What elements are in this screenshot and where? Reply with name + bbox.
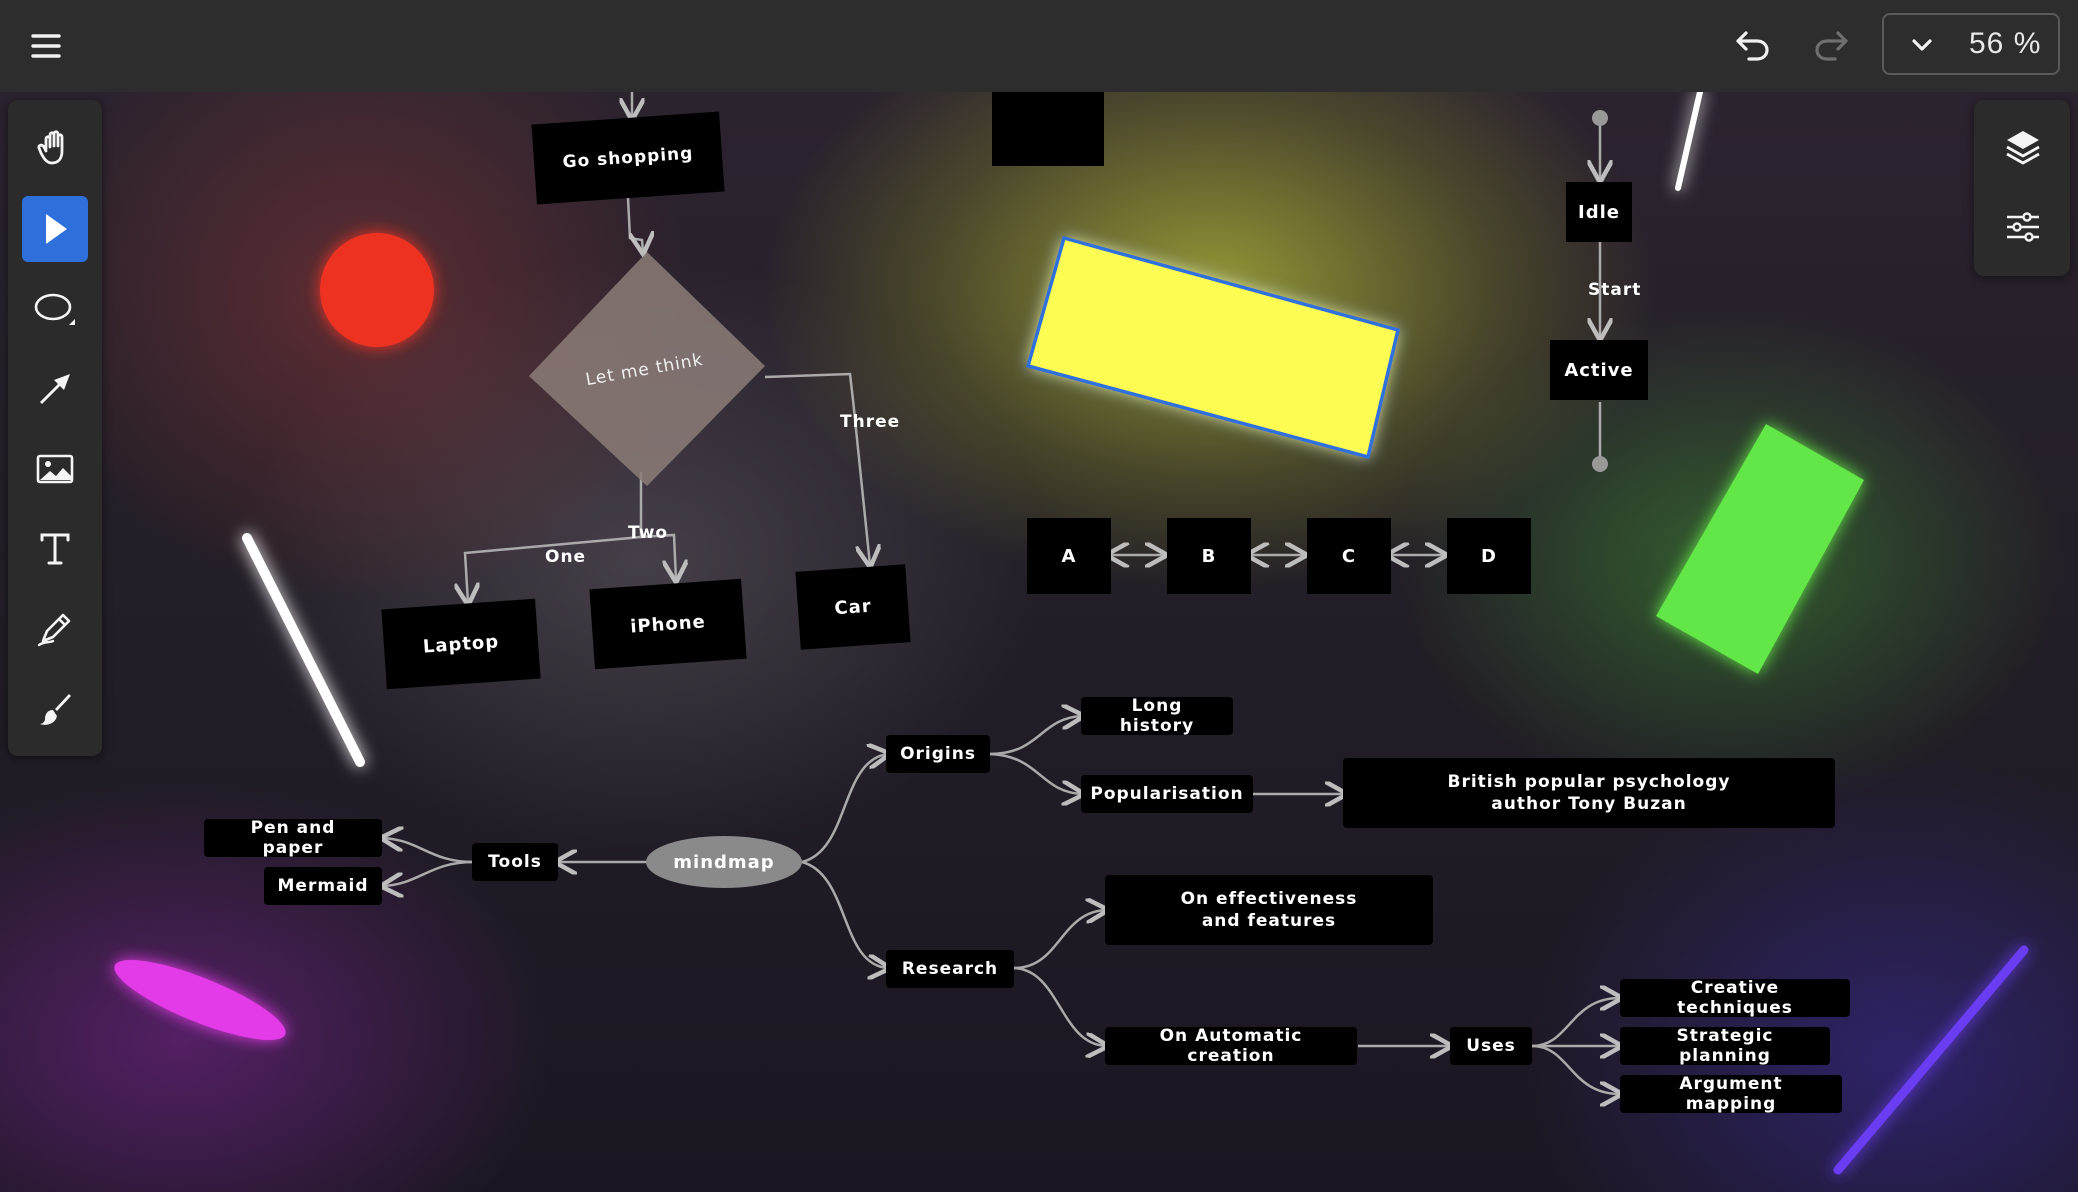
yellow-rectangle[interactable] <box>1025 235 1401 460</box>
edge-label-two: Two <box>628 523 669 543</box>
hand-icon[interactable] <box>22 114 88 180</box>
node-go-shopping[interactable]: Go shopping <box>531 111 725 205</box>
white-light-bar-top[interactable] <box>1675 89 1703 191</box>
pen-icon[interactable] <box>22 596 88 662</box>
mindmap-long-history[interactable]: Long history <box>1081 696 1233 736</box>
settings-sliders-icon[interactable] <box>1990 194 2056 260</box>
left-toolbar <box>8 100 102 756</box>
decision-diamond[interactable] <box>529 252 765 486</box>
mindmap-automatic-creation[interactable]: On Automatic creation <box>1105 1026 1357 1066</box>
zoom-control[interactable]: 56 % <box>1882 13 2060 75</box>
edge-label-three: Three <box>840 412 901 432</box>
chevron-down-icon[interactable] <box>1910 33 1934 61</box>
mindmap-pen-and-paper[interactable]: Pen and paper <box>204 818 382 858</box>
green-rectangle[interactable] <box>1656 424 1864 674</box>
black-square[interactable] <box>992 92 1104 166</box>
mindmap-tools[interactable]: Tools <box>472 843 558 881</box>
node-c[interactable]: C <box>1307 518 1391 594</box>
mindmap-strategic-planning[interactable]: Strategic planning <box>1620 1026 1830 1066</box>
red-circle[interactable] <box>320 233 434 347</box>
right-panel <box>1974 100 2070 276</box>
redo-icon[interactable] <box>1806 20 1856 70</box>
node-iphone[interactable]: iPhone <box>589 578 747 670</box>
select-pointer-icon[interactable] <box>22 196 88 262</box>
mindmap-effectiveness-line1: On effectiveness <box>1180 889 1358 909</box>
node-active[interactable]: Active <box>1550 340 1648 400</box>
mindmap-tony-buzan[interactable]: British popular psychology author Tony B… <box>1343 758 1835 828</box>
mindmap-mermaid[interactable]: Mermaid <box>264 867 382 905</box>
mindmap-root[interactable]: mindmap <box>646 836 802 888</box>
node-idle[interactable]: Idle <box>1566 182 1632 242</box>
top-bar: 56 % <box>0 0 2078 92</box>
node-a[interactable]: A <box>1027 518 1111 594</box>
node-d[interactable]: D <box>1447 518 1531 594</box>
zoom-value: 56 % <box>1969 27 2042 60</box>
layers-icon[interactable] <box>1990 114 2056 180</box>
mindmap-research[interactable]: Research <box>886 950 1014 988</box>
mindmap-origins[interactable]: Origins <box>886 735 990 773</box>
image-icon[interactable] <box>22 436 88 502</box>
mindmap-argument-mapping[interactable]: Argument mapping <box>1620 1074 1842 1114</box>
node-car[interactable]: Car <box>795 564 911 650</box>
mindmap-creative-techniques[interactable]: Creative techniques <box>1620 978 1850 1018</box>
mindmap-effectiveness[interactable]: On effectiveness and features <box>1105 875 1433 945</box>
mindmap-tony-buzan-line2: author Tony Buzan <box>1491 794 1687 814</box>
undo-icon[interactable] <box>1728 20 1778 70</box>
white-light-bar[interactable] <box>242 533 365 767</box>
mindmap-effectiveness-line2: and features <box>1201 911 1337 931</box>
text-icon[interactable] <box>22 516 88 582</box>
mindmap-uses[interactable]: Uses <box>1450 1027 1532 1065</box>
node-laptop[interactable]: Laptop <box>381 598 541 690</box>
brush-icon[interactable] <box>22 676 88 742</box>
node-b[interactable]: B <box>1167 518 1251 594</box>
mindmap-tony-buzan-line1: British popular psychology <box>1447 772 1731 792</box>
mindmap-popularisation[interactable]: Popularisation <box>1081 775 1253 813</box>
magenta-ellipse[interactable] <box>106 945 293 1055</box>
edge-label-start: Start <box>1588 280 1642 300</box>
blue-light-bar[interactable] <box>1833 945 2029 1175</box>
arrow-icon[interactable] <box>22 356 88 422</box>
ellipse-icon[interactable] <box>22 276 88 342</box>
edge-label-one: One <box>545 547 587 567</box>
hamburger-menu-icon[interactable] <box>22 22 70 70</box>
